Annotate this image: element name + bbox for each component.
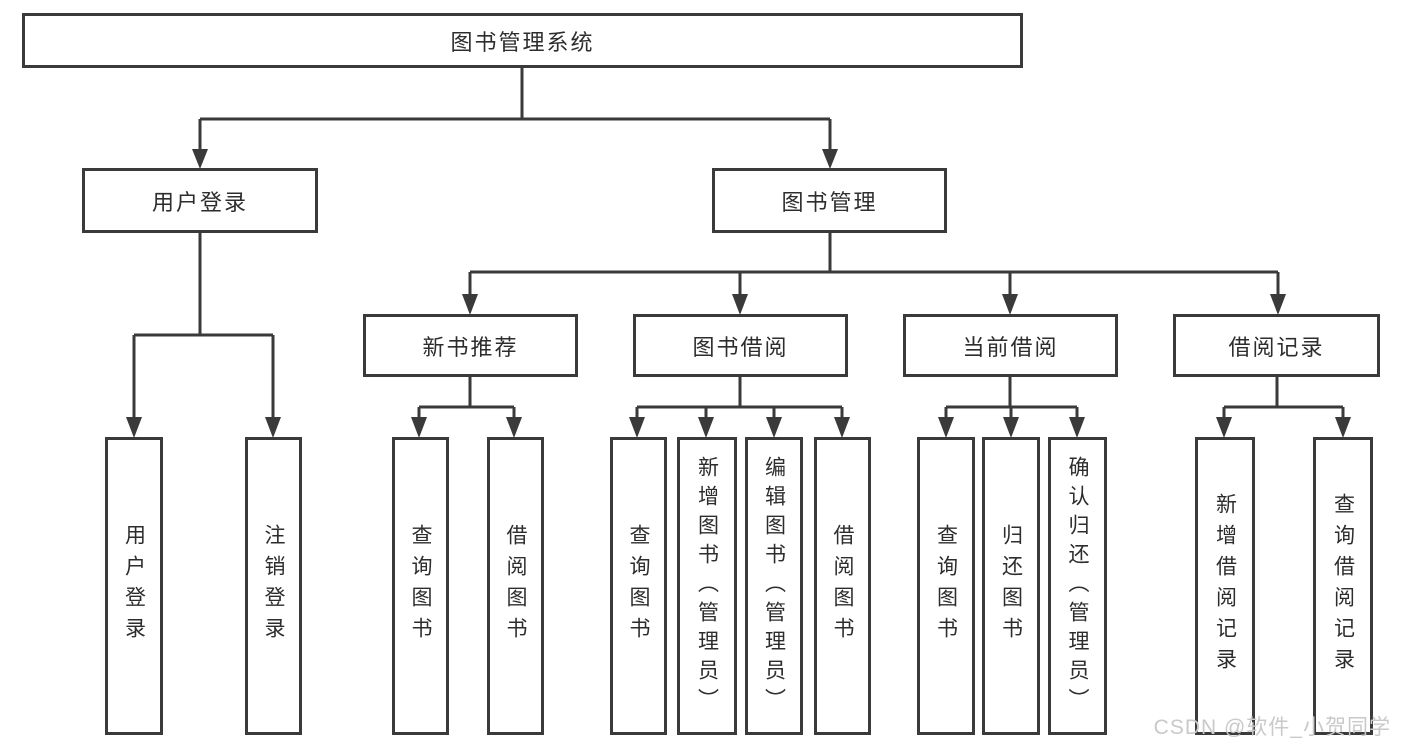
node-logout-action: 注销登录 [245,437,302,735]
node-borrow-books-1: 借阅图书 [487,437,544,735]
arrow-down-icon [766,417,782,438]
node-return-books-label: 归还图书 [999,524,1023,648]
node-add-books-admin: 新增图书（管理员） [677,437,737,735]
arrow-down-icon [822,149,838,169]
node-user-login: 用户登录 [82,168,318,233]
node-book-management-label: 图书管理 [781,189,878,215]
node-new-book-recommend: 新书推荐 [363,314,578,377]
arrow-down-icon [1335,417,1351,438]
arrow-down-icon [1003,417,1019,438]
node-user-login-action: 用户登录 [105,437,163,735]
arrow-down-icon [938,417,954,438]
arrowheads [126,149,1351,438]
node-query-books-2: 查询图书 [610,437,667,735]
node-borrowing-records: 借阅记录 [1173,314,1380,377]
arrow-down-icon [732,294,748,315]
arrow-down-icon [126,417,142,438]
csdn-watermark: CSDN @软件_小贺同学 [1153,716,1391,739]
node-user-login-label: 用户登录 [151,189,248,215]
arrow-down-icon [834,417,850,438]
node-query-books-1: 查询图书 [392,437,449,735]
node-current-borrowing-label: 当前借阅 [962,334,1059,360]
node-query-borrow-record-label: 查询借阅记录 [1331,493,1355,679]
node-query-borrow-record: 查询借阅记录 [1313,437,1373,735]
connector-strokes [132,66,1345,420]
node-borrow-books-2-label: 借阅图书 [831,524,854,648]
arrow-down-icon [698,417,714,438]
node-book-management: 图书管理 [712,168,947,233]
node-edit-books-admin-label: 编辑图书（管理员） [762,455,786,717]
node-logout-action-label: 注销登录 [262,524,285,648]
arrow-down-icon [265,417,281,438]
arrow-down-icon [192,149,208,169]
node-book-borrowing: 图书借阅 [633,314,848,377]
node-book-borrowing-label: 图书借阅 [692,334,789,360]
node-borrow-books-2: 借阅图书 [814,437,871,735]
arrow-down-icon [1002,294,1018,315]
node-edit-books-admin: 编辑图书（管理员） [745,437,803,735]
arrow-down-icon [629,417,645,438]
arrow-down-icon [462,294,478,315]
node-confirm-return-admin: 确认归还（管理员） [1048,437,1107,735]
arrow-down-icon [1216,417,1232,438]
arrow-down-icon [1069,417,1085,438]
node-current-borrowing: 当前借阅 [903,314,1118,377]
arrow-down-icon [506,417,522,438]
node-add-borrow-record-label: 新增借阅记录 [1213,493,1237,679]
node-library-system: 图书管理系统 [22,13,1023,68]
node-library-system-label: 图书管理系统 [450,29,595,55]
node-borrow-books-1-label: 借阅图书 [504,524,527,648]
arrow-down-icon [411,417,427,438]
node-borrowing-records-label: 借阅记录 [1228,334,1325,360]
node-add-borrow-record: 新增借阅记录 [1195,437,1255,735]
node-query-books-2-label: 查询图书 [627,524,650,648]
node-add-books-admin-label: 新增图书（管理员） [695,455,719,717]
arrow-down-icon [1270,294,1286,315]
node-query-books-1-label: 查询图书 [409,524,432,648]
node-query-books-3-label: 查询图书 [934,524,958,648]
node-new-book-recommend-label: 新书推荐 [422,334,519,360]
node-return-books: 归还图书 [982,437,1040,735]
node-user-login-action-label: 用户登录 [122,524,146,648]
node-confirm-return-admin-label: 确认归还（管理员） [1066,455,1089,717]
node-query-books-3: 查询图书 [917,437,975,735]
